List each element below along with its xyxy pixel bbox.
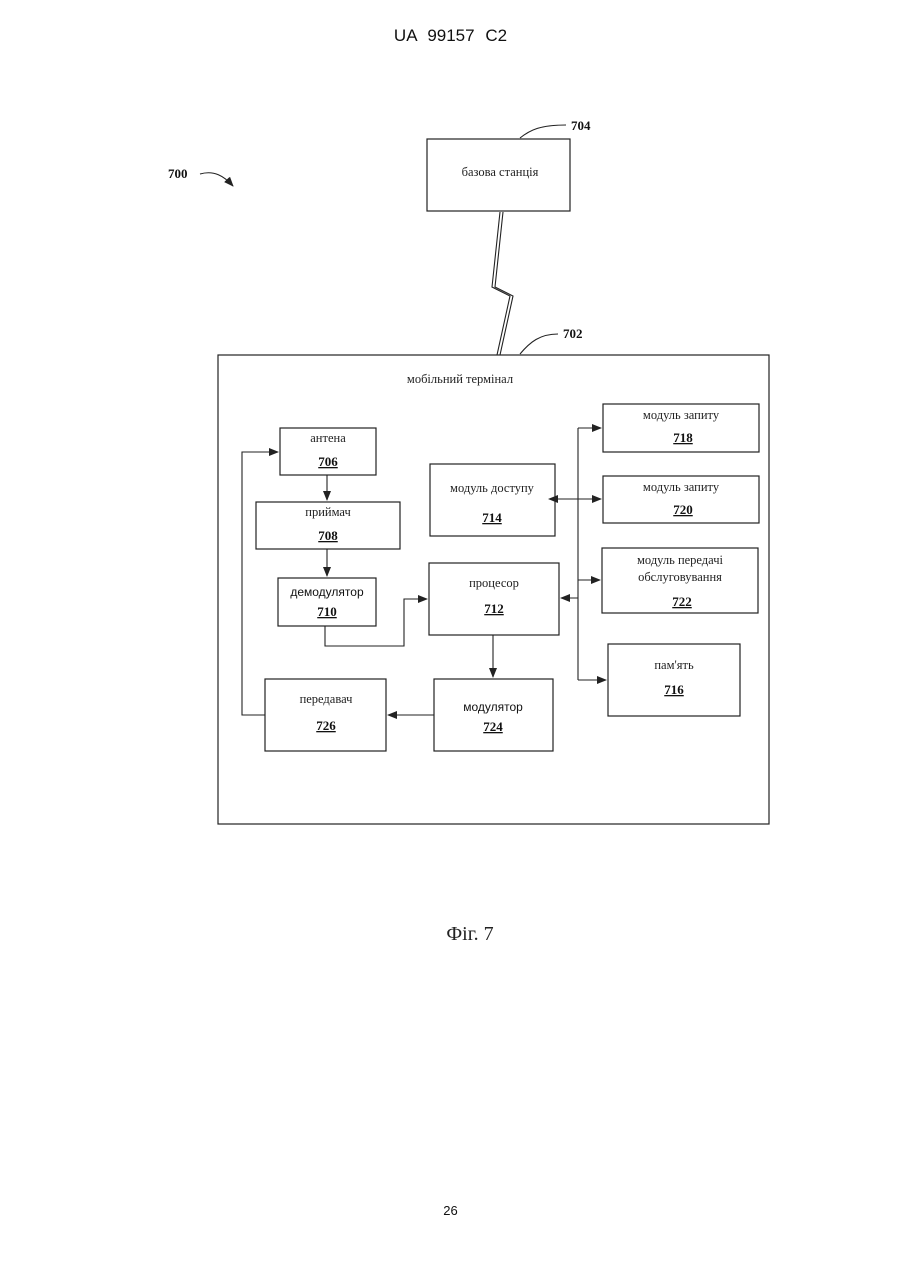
demodulator-number: 710 (317, 604, 337, 619)
modulator-number: 724 (483, 719, 503, 734)
handoff-module-label-line2: обслуговування (638, 570, 722, 584)
mobile-terminal-leader (520, 334, 558, 354)
processor-label: процесор (469, 576, 519, 590)
request-module-718-label: модуль запиту (643, 408, 720, 422)
page-number: 26 (0, 1203, 901, 1218)
request-module-720-number: 720 (673, 502, 693, 517)
modulator-label: модулятор (463, 700, 523, 714)
access-module-label: модуль доступу (450, 481, 535, 495)
figure-caption: Фіг. 7 (446, 923, 493, 945)
transmitter-number: 726 (316, 718, 336, 733)
access-module-number: 714 (482, 510, 502, 525)
processor-box (429, 563, 559, 635)
mobile-terminal-label: мобільний термінал (407, 372, 513, 386)
receiver-label: приймач (305, 505, 350, 519)
processor-number: 712 (484, 601, 504, 616)
system-ref-label: 700 (168, 166, 188, 181)
transmitter-to-antenna-arrow (242, 452, 278, 715)
system-ref-arrow (200, 173, 233, 186)
request-module-720-label: модуль запиту (643, 480, 720, 494)
modulator-box (434, 679, 553, 751)
request-module-718-number: 718 (673, 430, 693, 445)
receiver-number: 708 (318, 528, 338, 543)
transmitter-box (265, 679, 386, 751)
base-station-label: базова станція (462, 165, 539, 179)
access-module-box (430, 464, 555, 536)
transmitter-label: передавач (300, 692, 353, 706)
demodulator-label: демодулятор (290, 585, 364, 599)
handoff-module-number: 722 (672, 594, 692, 609)
memory-label: пам'ять (654, 658, 694, 672)
handoff-module-label-line1: модуль передачі (637, 553, 723, 567)
antenna-label: антена (310, 431, 346, 445)
memory-number: 716 (664, 682, 684, 697)
memory-box (608, 644, 740, 716)
base-station-ref: 704 (571, 118, 591, 133)
base-station-leader (520, 125, 566, 138)
antenna-number: 706 (318, 454, 338, 469)
mobile-terminal-ref: 702 (563, 326, 583, 341)
